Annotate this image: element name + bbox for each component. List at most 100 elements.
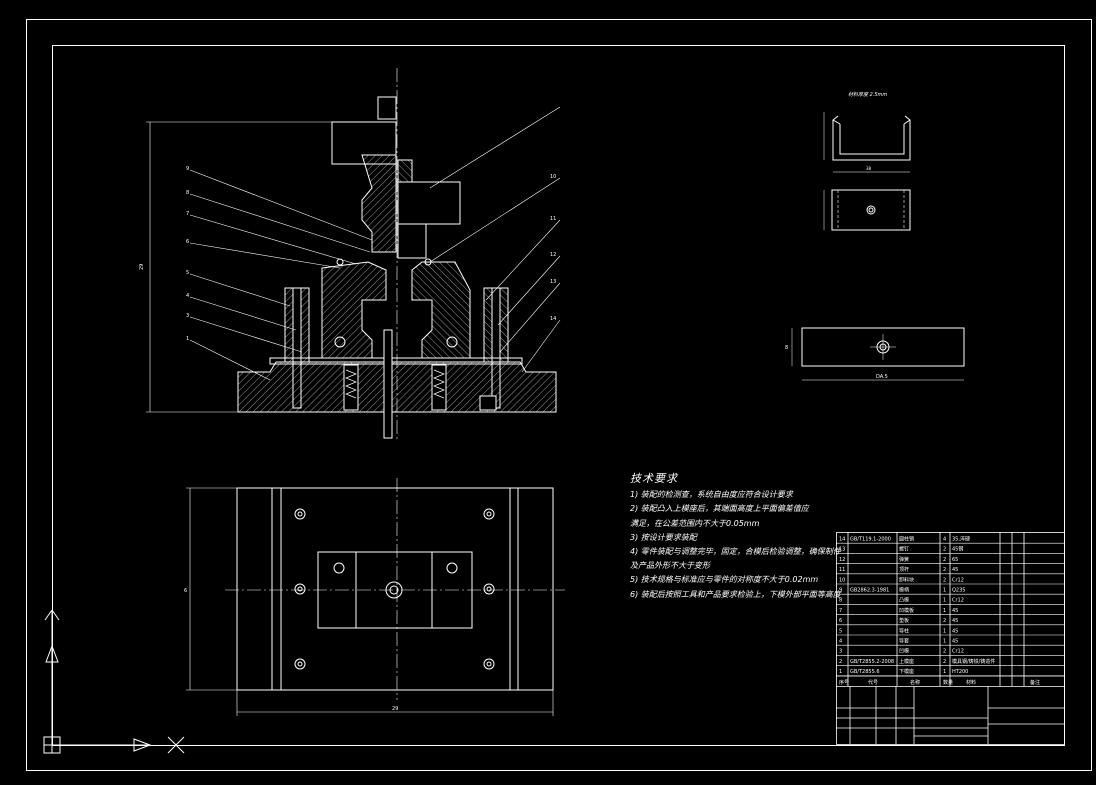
- tech-item: 3) 按设计要求装配: [630, 532, 697, 542]
- tech-item: 满足，在公差范围内不大于0.05mm: [630, 518, 760, 528]
- dim-part-top-width: 38: [866, 166, 872, 171]
- bom-header-cell: 代号: [868, 679, 878, 686]
- part-channel: [832, 115, 911, 161]
- ejector-right: [431, 364, 447, 411]
- bom-cell-material: 45: [952, 567, 958, 573]
- tech-requirements: 技术要求 1) 装配的检测查，系统自由度应符合设计要求 2) 装配凸入上模座后，…: [630, 472, 850, 602]
- bom-cell-code: GB2862.3-1981: [850, 588, 889, 594]
- dim-plan-width: 29: [392, 706, 398, 712]
- svg-text:8: 8: [186, 190, 189, 196]
- svg-text:12: 12: [550, 252, 556, 258]
- bom-cell-name: 下模座: [899, 668, 914, 675]
- bom-cell-qty: 1: [943, 669, 946, 675]
- bom-cell-no: 14: [839, 537, 845, 543]
- bom-header-cell: 备注: [1030, 679, 1040, 686]
- balloon-leaders: [189, 106, 561, 381]
- bom-cell-no: 6: [839, 618, 842, 624]
- bom-cell-no: 10: [839, 577, 845, 583]
- bom-cell-no: 13: [839, 547, 845, 553]
- bom-header-cell: 序号: [839, 679, 849, 686]
- bom-cell-no: 7: [839, 608, 842, 614]
- bom-cell-name: 顶杆: [899, 566, 909, 573]
- bom-cell-qty: 2: [943, 649, 946, 655]
- bom-cell-qty: 4: [943, 537, 946, 543]
- bom-cell-name: 弹簧: [899, 556, 909, 563]
- bom-cell-qty: 2: [943, 577, 946, 583]
- bom-cell-no: 5: [839, 628, 842, 634]
- tech-item: 4) 零件装配与调整完毕，固定，合模后检验调整，确保制件: [630, 547, 841, 557]
- ejector-left: [343, 364, 359, 411]
- balloon-labels: 9 8 7 6 5 4 3 2 1 10 11 12 13 14: [186, 166, 556, 342]
- dim-blank-height: 8: [785, 345, 788, 351]
- bom-cell-material: Cr12: [952, 649, 964, 655]
- bom-cell-no: 4: [839, 639, 842, 645]
- svg-text:1: 1: [186, 336, 189, 342]
- svg-text:4: 4: [186, 293, 189, 299]
- bom-cell-name: 垫板: [899, 617, 909, 624]
- svg-text:11: 11: [550, 216, 556, 222]
- bom-cell-name: 模柄: [899, 587, 909, 594]
- bom-cell-qty: 2: [943, 659, 946, 665]
- bom-cell-name: 凹模: [899, 648, 909, 655]
- bom-cell-material: 模具钢/铸铁/铸造件: [952, 658, 995, 665]
- section-view[interactable]: [146, 68, 557, 440]
- bom-cell-qty: 2: [943, 557, 946, 563]
- tech-item: 及产品外形不大于变形: [630, 561, 710, 571]
- upper-plate-right: [397, 181, 461, 225]
- svg-text:9: 9: [186, 166, 189, 172]
- bom-cell-name: 螺钉: [899, 546, 909, 553]
- bom-cell-name: 上模座: [899, 658, 914, 665]
- base-plate: [237, 361, 557, 413]
- plan-view[interactable]: [186, 478, 565, 716]
- punch-right: [397, 159, 413, 183]
- bom-cell-name: 导柱: [899, 627, 909, 634]
- part-blank: [801, 327, 965, 367]
- punch-right-lower: [397, 223, 427, 259]
- left-die-block: [321, 261, 387, 359]
- ucs-icon: [43, 609, 185, 754]
- bom-cell-qty: 1: [943, 608, 946, 614]
- bom-cell-material: Q235: [952, 588, 965, 594]
- tech-title: 技术要求: [630, 472, 678, 485]
- bom-cell-no: 11: [839, 567, 845, 573]
- bom-cell-qty: 2: [943, 618, 946, 624]
- svg-text:10: 10: [550, 174, 556, 180]
- part-note: 材料厚度 2.5mm: [848, 91, 887, 98]
- shank-top: [377, 96, 397, 120]
- bom-cell-material: HT200: [952, 669, 968, 675]
- bom-cell-qty: 2: [943, 547, 946, 553]
- bom-cell-name: 凹模板: [899, 607, 914, 614]
- bom-cell-qty: 1: [943, 639, 946, 645]
- tech-item: 2) 装配凸入上模座后，其端面高度上平面偏差值应: [630, 504, 809, 514]
- left-pivot-pin: [334, 336, 346, 348]
- bom-cell-name: 圆柱销: [899, 536, 914, 543]
- bom-cell-name: 凸模: [899, 597, 909, 604]
- dim-total-height: 29: [139, 264, 145, 270]
- right-die-block: [411, 261, 471, 359]
- bom-header-cell: 数量: [943, 679, 953, 686]
- bom-cell-material: Cr12: [952, 577, 964, 583]
- bom-cell-qty: 1: [943, 598, 946, 604]
- tech-item: 5) 技术规格与标准应与零件的对称度不大于0.02mm: [630, 575, 819, 585]
- bom-cell-code: GB/T119.1-2000: [850, 537, 891, 543]
- svg-text:7: 7: [186, 211, 189, 217]
- bom-cell-material: 45: [952, 618, 958, 624]
- bom-cell-name: 导套: [899, 638, 909, 645]
- svg-text:5: 5: [186, 270, 189, 276]
- tech-item: 1) 装配的检测查，系统自由度应符合设计要求: [630, 490, 793, 500]
- bom-cell-material: 45: [952, 608, 958, 614]
- bom-cell-material: 45钢: [952, 546, 963, 553]
- bom-cell-material: Cr12: [952, 598, 964, 604]
- bom-cell-no: 1: [839, 669, 842, 675]
- bom-header-cell: 名称: [910, 679, 920, 686]
- dim-blank-width: DA.5: [876, 374, 888, 380]
- bom-cell-name: 卸料块: [899, 576, 914, 583]
- inner-border: [52, 45, 1065, 746]
- part-views[interactable]: [791, 112, 965, 381]
- bom-cell-material: 65: [952, 557, 958, 563]
- svg-text:3: 3: [186, 313, 189, 319]
- bom-cell-no: 9: [839, 588, 842, 594]
- right-screw-top: [424, 258, 432, 266]
